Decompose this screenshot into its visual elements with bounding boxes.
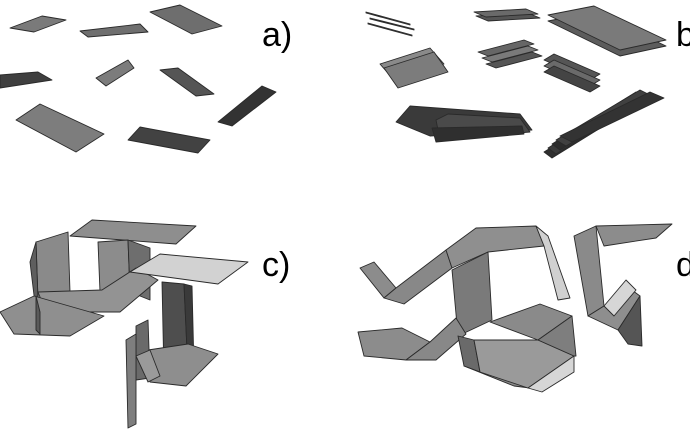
panel-a-label: a)	[262, 16, 292, 54]
ribbon-face-light	[527, 355, 575, 393]
face-horizontal-light	[129, 253, 249, 285]
face-vertical	[35, 231, 71, 301]
ribbon-face	[405, 317, 467, 361]
ribbon-face	[383, 249, 453, 305]
sheet	[383, 51, 449, 89]
face-vertical	[35, 295, 41, 335]
sheet	[15, 103, 105, 153]
sheet	[473, 8, 539, 18]
panel-a-scattered-sheets: a)	[0, 4, 292, 154]
ribbon-face	[451, 251, 493, 337]
ribbon-face-light	[603, 279, 637, 317]
sheet-edge-line	[367, 22, 413, 37]
face-horizontal	[69, 219, 197, 245]
sheet	[543, 65, 601, 93]
sheet	[0, 71, 53, 89]
sheet	[9, 15, 67, 33]
sheet	[559, 91, 665, 143]
ribbon-face	[595, 223, 673, 247]
sheet	[547, 5, 667, 51]
face-vertical	[125, 333, 137, 429]
sheet	[127, 126, 211, 154]
ribbon-face	[617, 295, 643, 347]
sheet	[79, 23, 149, 38]
panel-b-stacked-sheets: b)	[365, 5, 690, 159]
panel-c-folded-structure: c)	[0, 219, 290, 429]
sheet	[477, 39, 535, 57]
ribbon-face	[537, 315, 577, 357]
ribbon-face-light	[535, 225, 571, 301]
panel-d-label: d)	[676, 246, 690, 284]
sheet-edge-line	[369, 17, 415, 31]
ribbon-face	[573, 225, 605, 317]
sheet	[481, 45, 539, 63]
sheet	[149, 4, 223, 35]
ribbon-face	[445, 225, 545, 269]
sheet	[217, 85, 277, 127]
face-horizontal	[0, 295, 105, 337]
sheet-edge-line	[365, 11, 411, 26]
panel-b-label: b)	[676, 16, 690, 54]
panel-d-folded-ribbon: d)	[357, 223, 690, 393]
sheet	[431, 125, 525, 143]
face-horizontal	[147, 343, 219, 387]
sheet	[95, 59, 135, 87]
panel-c-label: c)	[262, 246, 290, 284]
sheet	[485, 51, 543, 69]
face-horizontal	[135, 349, 161, 383]
sheet	[159, 67, 215, 97]
